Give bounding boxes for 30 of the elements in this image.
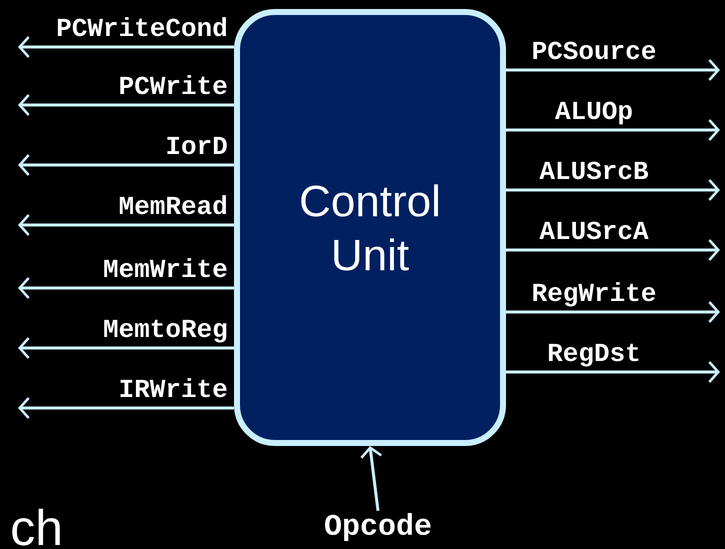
arrow <box>18 397 234 419</box>
edge-label: IorD <box>167 136 227 154</box>
arrow <box>18 94 234 116</box>
edge-label: RegDst <box>548 344 638 366</box>
arrow <box>506 361 720 383</box>
arrow <box>506 301 720 323</box>
arrow <box>506 119 720 141</box>
edge-label: ALUOp <box>555 102 632 124</box>
arrow <box>18 214 234 236</box>
arrow <box>506 59 720 81</box>
arrow <box>18 337 234 359</box>
edge-label: MemtoReg <box>104 320 226 342</box>
edge-label: PCWriteCond <box>58 17 226 36</box>
edge-label: ALUSrcA <box>539 222 649 240</box>
edge-label: IRWrite <box>120 378 227 398</box>
control-unit-box: Control Unit <box>234 9 506 446</box>
arrow <box>18 36 234 58</box>
edge-label: ALUSrcB <box>539 162 648 180</box>
edge-label: PCSource <box>533 42 656 60</box>
edge-label: PCWrite <box>120 75 227 94</box>
edge-label: RegWrite <box>533 282 656 306</box>
edge-label: MemRead <box>120 195 226 214</box>
arrow <box>18 154 234 176</box>
input-label: Opcode <box>325 513 431 541</box>
arrow <box>506 239 720 261</box>
arrow <box>18 277 234 299</box>
slide-text: ch <box>12 508 60 546</box>
edge-label: MemWrite <box>104 258 227 278</box>
arrow <box>506 179 720 201</box>
arrow <box>360 446 382 511</box>
